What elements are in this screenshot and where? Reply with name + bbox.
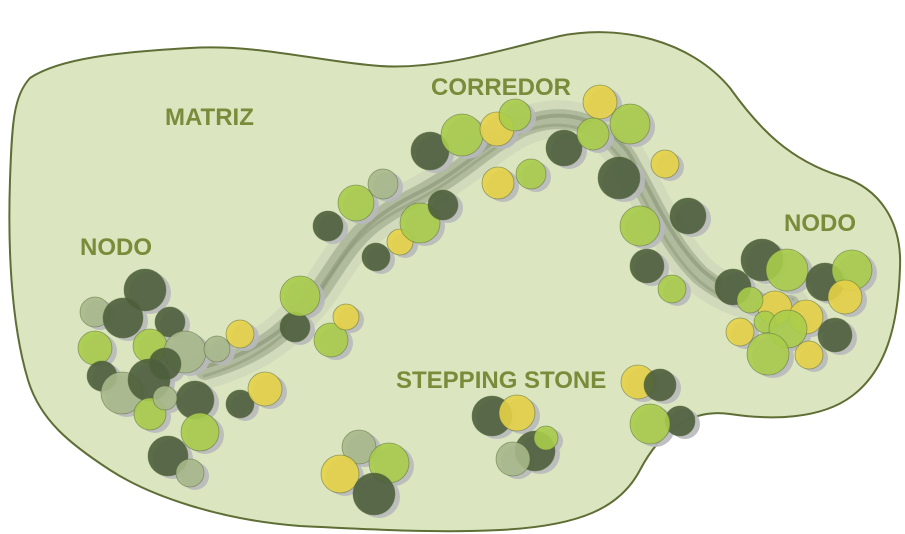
- tree-canopy: [225, 319, 255, 349]
- tree-canopy: [794, 340, 824, 370]
- tree-canopy: [152, 385, 178, 411]
- tree-canopy: [77, 330, 113, 366]
- tree-canopy: [515, 158, 547, 190]
- tree-canopy: [123, 268, 167, 312]
- tree-canopy: [533, 425, 559, 451]
- tree-canopy: [657, 274, 687, 304]
- tree-canopy: [765, 248, 809, 292]
- tree-canopy: [498, 394, 536, 432]
- tree-canopy: [279, 311, 311, 343]
- tree-canopy: [247, 371, 283, 407]
- tree-canopy: [320, 454, 360, 494]
- tree-canopy: [817, 317, 853, 353]
- tree-canopy: [175, 458, 205, 488]
- tree-canopy: [629, 248, 665, 284]
- tree-canopies: [77, 84, 877, 518]
- tree-canopy: [337, 184, 375, 222]
- tree-canopy: [736, 286, 764, 314]
- tree-canopy: [180, 412, 220, 452]
- tree-canopy: [440, 113, 484, 157]
- tree-canopy: [609, 103, 651, 145]
- tree-canopy: [629, 403, 671, 445]
- tree-canopy: [597, 156, 641, 200]
- tree-canopy: [725, 317, 755, 347]
- tree-canopy: [352, 472, 396, 516]
- tree-canopy: [341, 429, 377, 465]
- tree-canopy: [427, 189, 459, 221]
- tree-canopy: [582, 84, 618, 120]
- tree-canopy: [312, 210, 344, 242]
- tree-canopy: [650, 149, 680, 179]
- tree-canopy: [367, 168, 399, 200]
- tree-canopy: [495, 441, 531, 477]
- tree-canopy: [361, 242, 391, 272]
- tree-canopy: [203, 335, 231, 363]
- tree-canopy: [498, 98, 532, 132]
- label-nodo-left: NODO: [80, 234, 152, 261]
- tree-canopy: [576, 117, 610, 151]
- tree-canopy: [669, 197, 707, 235]
- label-corredor: CORREDOR: [431, 74, 571, 101]
- tree-canopy: [148, 347, 182, 381]
- tree-canopy: [225, 389, 255, 419]
- tree-canopy: [545, 129, 583, 167]
- tree-canopy: [619, 205, 661, 247]
- tree-canopy: [827, 279, 863, 315]
- tree-canopy: [313, 322, 349, 358]
- label-matriz: MATRIZ: [165, 104, 254, 131]
- tree-canopy: [746, 332, 790, 376]
- label-stepping-stone: STEPPING STONE: [396, 367, 606, 394]
- tree-canopy: [102, 297, 144, 339]
- tree-canopy: [279, 275, 321, 317]
- tree-canopy: [643, 368, 677, 402]
- label-nodo-right: NODO: [784, 210, 856, 237]
- tree-canopy: [332, 303, 360, 331]
- tree-canopy: [481, 166, 515, 200]
